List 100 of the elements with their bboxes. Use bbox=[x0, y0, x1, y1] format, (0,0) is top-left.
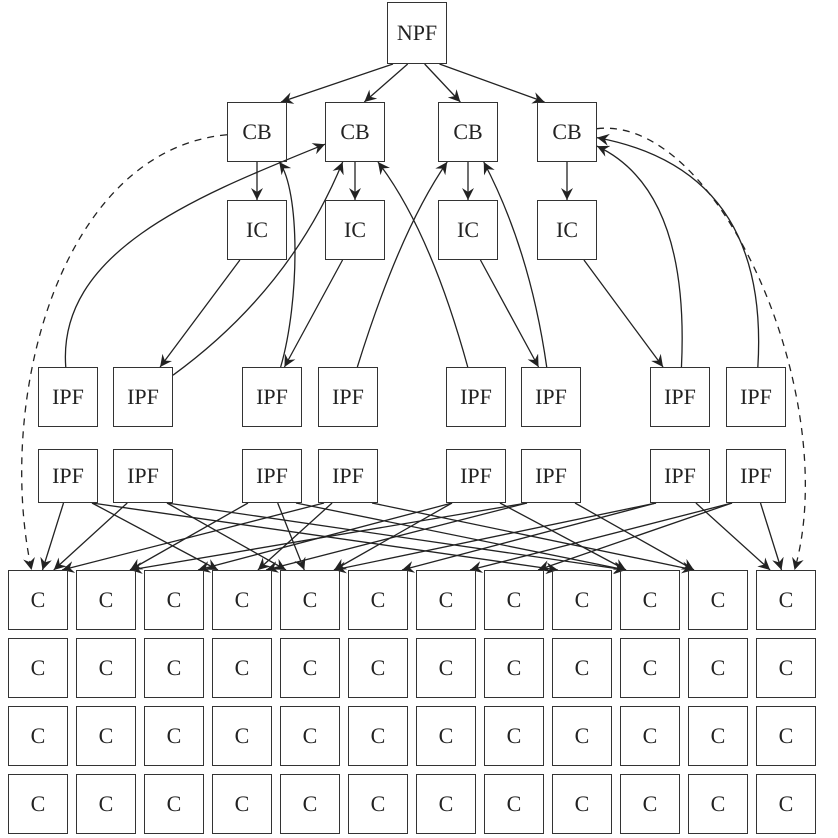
arrow bbox=[284, 260, 344, 368]
process-box bbox=[212, 638, 272, 698]
box-label: C bbox=[642, 587, 658, 613]
arrow bbox=[278, 162, 296, 368]
box-label: C bbox=[234, 791, 250, 817]
arrow bbox=[172, 162, 344, 376]
box-label: C bbox=[506, 587, 522, 613]
box-label: C bbox=[302, 587, 318, 613]
process-box bbox=[484, 774, 544, 834]
box-label: IC bbox=[457, 217, 479, 243]
box-label: C bbox=[370, 791, 386, 817]
box-label: C bbox=[778, 723, 794, 749]
process-box bbox=[212, 774, 272, 834]
arrow bbox=[280, 63, 394, 104]
box-label: C bbox=[778, 791, 794, 817]
arrow bbox=[198, 502, 452, 573]
box-label: IC bbox=[556, 217, 578, 243]
box-label: CB bbox=[552, 119, 582, 145]
process-box bbox=[212, 570, 272, 630]
arrow bbox=[500, 502, 626, 571]
box-label: C bbox=[166, 791, 182, 817]
box-label: C bbox=[234, 655, 250, 681]
process-box bbox=[688, 638, 748, 698]
box-label: IPF bbox=[52, 463, 84, 489]
process-box bbox=[348, 706, 408, 766]
process-box bbox=[537, 102, 597, 162]
process-box bbox=[620, 638, 680, 698]
box-label: C bbox=[166, 655, 182, 681]
process-box bbox=[144, 706, 204, 766]
process-box bbox=[280, 638, 340, 698]
box-label: IPF bbox=[664, 463, 696, 489]
arrow bbox=[596, 146, 683, 368]
process-box bbox=[242, 449, 302, 503]
dashed-arrow bbox=[21, 134, 228, 570]
box-label: IPF bbox=[460, 384, 492, 410]
process-box bbox=[416, 706, 476, 766]
process-box bbox=[76, 570, 136, 630]
box-label: C bbox=[438, 655, 454, 681]
process-box bbox=[552, 774, 612, 834]
process-box bbox=[76, 706, 136, 766]
box-label: C bbox=[234, 587, 250, 613]
arrow bbox=[130, 502, 248, 571]
box-label: C bbox=[506, 655, 522, 681]
process-box bbox=[416, 570, 476, 630]
arrow bbox=[470, 502, 732, 573]
box-label: C bbox=[642, 791, 658, 817]
arrow bbox=[166, 502, 286, 571]
process-box bbox=[521, 449, 581, 503]
arrow bbox=[574, 502, 694, 571]
dashed-arrow bbox=[596, 128, 806, 570]
arrow bbox=[760, 502, 784, 570]
arrow bbox=[257, 502, 333, 570]
arrow bbox=[160, 260, 240, 368]
process-box bbox=[227, 102, 287, 162]
process-box bbox=[38, 367, 98, 427]
process-box bbox=[688, 774, 748, 834]
process-box bbox=[726, 449, 786, 503]
arrow bbox=[377, 162, 468, 368]
process-box bbox=[8, 570, 68, 630]
box-label: C bbox=[30, 723, 46, 749]
process-box bbox=[212, 706, 272, 766]
arrow bbox=[424, 64, 461, 102]
process-box bbox=[756, 638, 816, 698]
box-label: C bbox=[98, 723, 114, 749]
process-box bbox=[318, 449, 378, 503]
process-box bbox=[242, 367, 302, 427]
arrow bbox=[277, 502, 306, 570]
box-label: C bbox=[574, 655, 590, 681]
box-label: IPF bbox=[460, 463, 492, 489]
process-box bbox=[484, 570, 544, 630]
arrow bbox=[92, 502, 218, 571]
box-label: IPF bbox=[127, 463, 159, 489]
process-box bbox=[387, 2, 447, 64]
process-box bbox=[620, 774, 680, 834]
box-label: C bbox=[778, 587, 794, 613]
box-label: C bbox=[710, 791, 726, 817]
box-label: C bbox=[30, 587, 46, 613]
box-label: C bbox=[642, 655, 658, 681]
box-label: IPF bbox=[740, 384, 772, 410]
process-box bbox=[726, 367, 786, 427]
box-label: C bbox=[30, 791, 46, 817]
process-box bbox=[446, 367, 506, 427]
arrow bbox=[40, 502, 64, 570]
box-label: C bbox=[438, 587, 454, 613]
process-box bbox=[318, 367, 378, 427]
box-label: NPF bbox=[396, 20, 438, 46]
process-box bbox=[113, 449, 173, 503]
process-box bbox=[348, 570, 408, 630]
process-box bbox=[280, 774, 340, 834]
box-label: C bbox=[574, 723, 590, 749]
process-box bbox=[38, 449, 98, 503]
box-label: IPF bbox=[332, 384, 364, 410]
process-box bbox=[756, 774, 816, 834]
process-box bbox=[688, 706, 748, 766]
box-label: C bbox=[710, 655, 726, 681]
arrow bbox=[356, 162, 448, 368]
arrow bbox=[251, 162, 263, 200]
process-box bbox=[144, 774, 204, 834]
box-label: IPF bbox=[52, 384, 84, 410]
process-box bbox=[620, 706, 680, 766]
